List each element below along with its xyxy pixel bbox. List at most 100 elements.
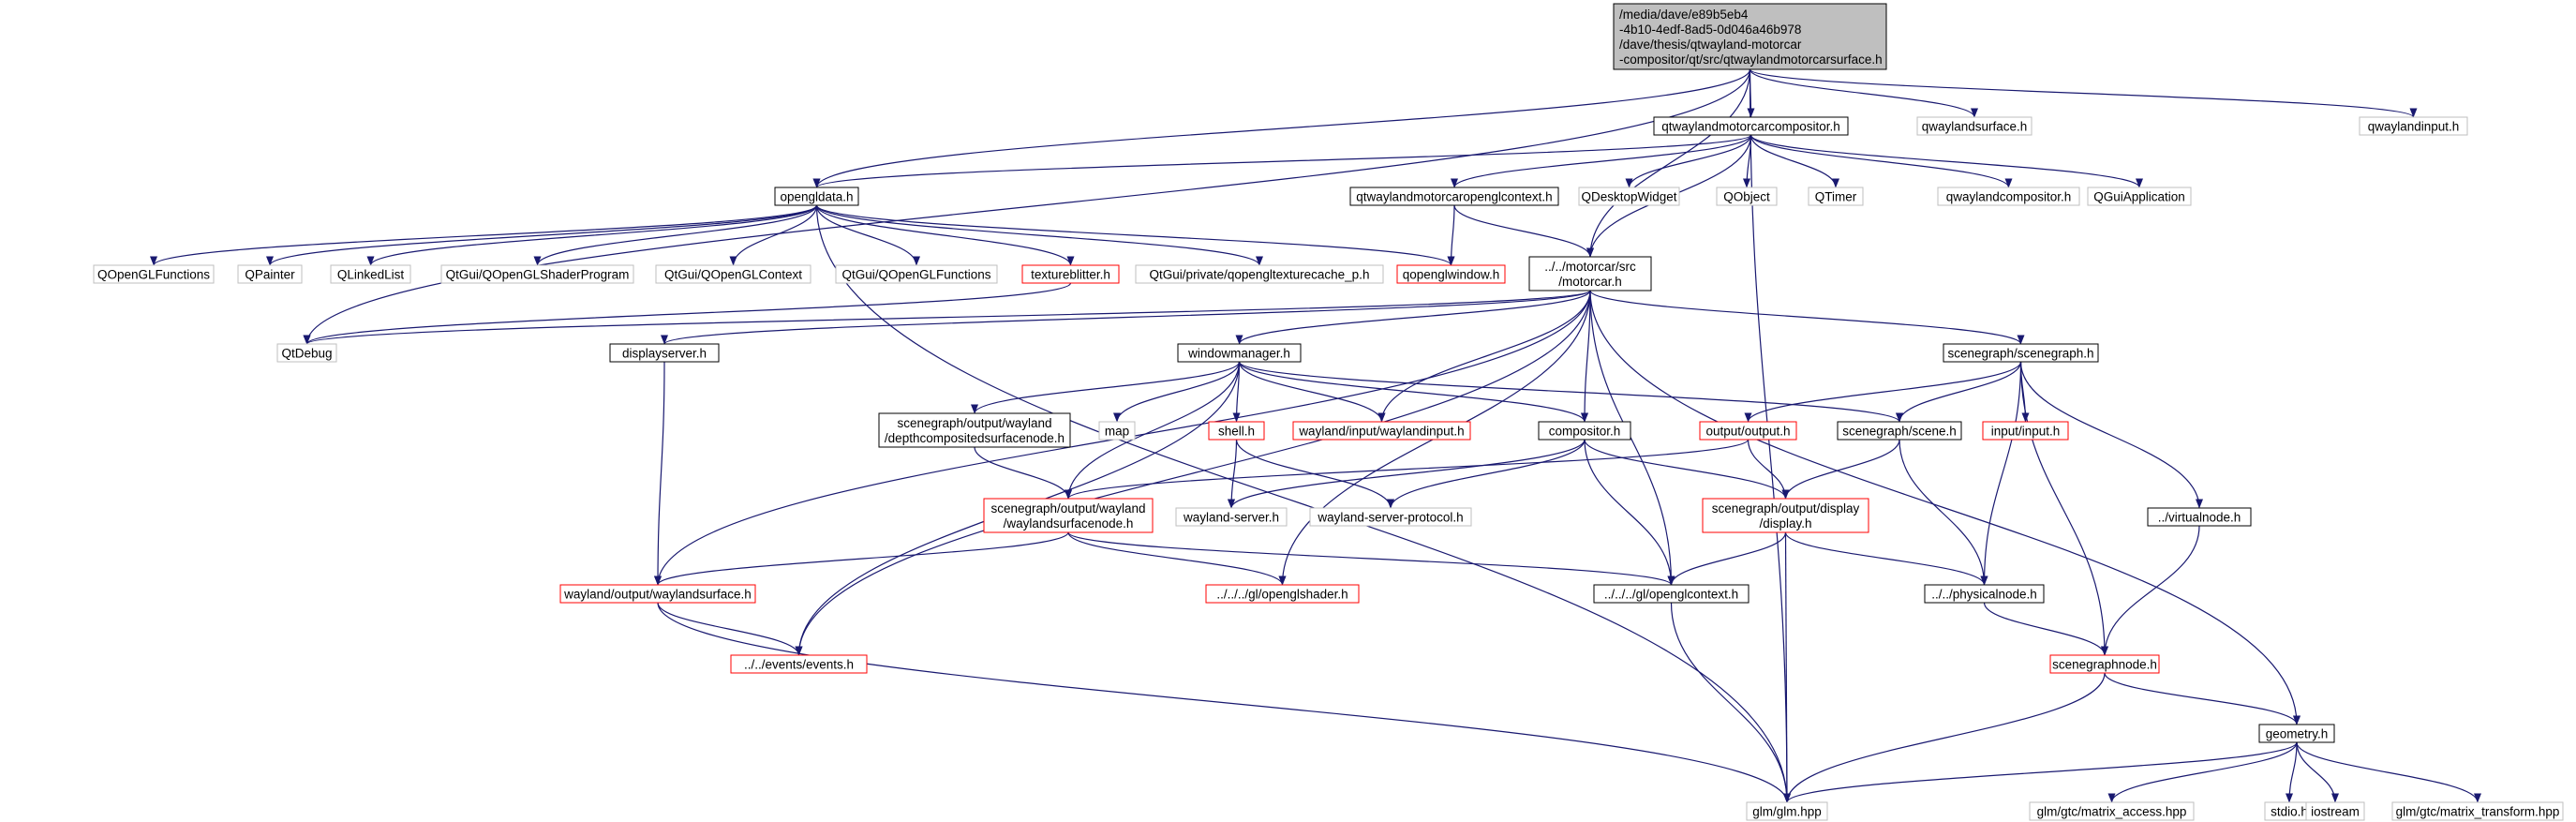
node-box <box>276 343 337 363</box>
node-label: wayland-server.h <box>1183 511 1279 525</box>
node-waylandsurfacenode-h[interactable]: scenegraph/output/wayland/waylandsurface… <box>983 498 1154 533</box>
node-label: ../../../gl/openglcontext.h <box>1604 588 1738 602</box>
node-qwaylandcompositor-h[interactable]: qwaylandcompositor.h <box>1937 187 2080 206</box>
node-glm-hpp[interactable]: glm/glm.hpp <box>1746 801 1828 821</box>
node-qtimer[interactable]: QTimer <box>1808 187 1864 206</box>
node-label: /dave/thesis/qtwayland-motorcar <box>1619 37 1802 52</box>
node-depthcompositedsurfacenode-h[interactable]: scenegraph/output/wayland/depthcomposite… <box>878 412 1071 448</box>
node-geometry-h[interactable]: geometry.h <box>2258 724 2335 743</box>
node-label: wayland/output/waylandsurface.h <box>563 588 752 602</box>
node-qpainter[interactable]: QPainter <box>237 264 303 284</box>
node-label: QtGui/QOpenGLShaderProgram <box>446 268 630 282</box>
edge-motorcar-h-to-scenegraph-h <box>1589 290 2025 345</box>
edge-qtwaylandmotorcaropenglcontext-h-to-qopenglwindow-h <box>1447 204 1455 266</box>
node-box <box>2305 801 2365 821</box>
node-openglcontext-h[interactable]: ../../../gl/openglcontext.h <box>1593 584 1750 604</box>
edge-textureblitter-h-to-qtdebug <box>303 282 1072 345</box>
node-qopengltexturecache-p-h[interactable]: QtGui/private/qopengltexturecache_p.h <box>1135 264 1384 284</box>
node-compositor-h[interactable]: compositor.h <box>1538 421 1631 441</box>
node-shell-h[interactable]: shell.h <box>1208 421 1265 441</box>
edge-root-to-motorcar-h <box>1586 68 1751 258</box>
edge-geometry-h-to-matrix-transform-hpp <box>2296 741 2481 803</box>
node-label: scenegraph/output/wayland <box>990 501 1145 516</box>
node-qopenglshaderprogram[interactable]: QtGui/QOpenGLShaderProgram <box>440 264 634 284</box>
node-qopenglcontext[interactable]: QtGui/QOpenGLContext <box>655 264 812 284</box>
node-qtdebug[interactable]: QtDebug <box>276 343 337 363</box>
node-windowmanager-h[interactable]: windowmanager.h <box>1177 343 1302 363</box>
node-qwaylandmotorcarcompositor-h[interactable]: qtwaylandmotorcarcompositor.h <box>1653 116 1849 136</box>
node-openglshader-h[interactable]: ../../../gl/openglshader.h <box>1205 584 1360 604</box>
node-box <box>2258 724 2335 743</box>
node-physicalnode-h[interactable]: ../../physicalnode.h <box>1924 584 2045 604</box>
node-events-h[interactable]: ../../events/events.h <box>730 654 868 674</box>
node-matrix-access-hpp[interactable]: glm/gtc/matrix_access.hpp <box>2029 801 2195 821</box>
node-label: ../../motorcar/src <box>1544 260 1636 274</box>
node-label: wayland/input/waylandinput.h <box>1298 425 1464 439</box>
edge-opengldata-h-to-qopengltexturecache-p-h <box>815 204 1263 266</box>
node-box <box>1924 584 2045 604</box>
node-label: glm/gtc/matrix_transform.hpp <box>2396 805 2560 819</box>
node-label: iostream <box>2311 805 2360 819</box>
node-qtwaylandmotorcaropenglcontext-h[interactable]: qtwaylandmotorcaropenglcontext.h <box>1349 187 1559 206</box>
node-qopenglfunctions[interactable]: QOpenGLFunctions <box>93 264 215 284</box>
node-scene-h[interactable]: scenegraph/scene.h <box>1837 421 1962 441</box>
node-label: ../../events/events.h <box>744 658 854 672</box>
node-matrix-transform-hpp[interactable]: glm/gtc/matrix_transform.hpp <box>2391 801 2564 821</box>
edge-scene-h-to-physicalnode-h <box>1898 439 1988 586</box>
node-label: qopenglwindow.h <box>1403 268 1500 282</box>
node-iostream[interactable]: iostream <box>2305 801 2365 821</box>
node-qwaylandsurface-h[interactable]: qwaylandsurface.h <box>1916 116 2033 136</box>
node-label: windowmanager.h <box>1187 347 1290 361</box>
node-layer: /media/dave/e89b5eb4-4b10-4edf-8ad5-0d04… <box>93 3 2564 821</box>
node-waylandsurface-h[interactable]: wayland/output/waylandsurface.h <box>559 584 756 604</box>
node-root[interactable]: /media/dave/e89b5eb4-4b10-4edf-8ad5-0d04… <box>1613 3 1887 70</box>
node-label: shell.h <box>1218 425 1255 439</box>
edge-opengldata-h-to-qopenglshaderprogram <box>533 204 818 266</box>
node-label: qwaylandcompositor.h <box>1946 190 2072 204</box>
edge-windowmanager-h-to-map <box>1113 361 1241 423</box>
edge-motorcar-h-to-compositor-h <box>1581 290 1591 423</box>
node-qwaylandinput-h[interactable]: qwaylandinput.h <box>2359 116 2468 136</box>
node-wayland-server-h[interactable]: wayland-server.h <box>1175 507 1288 527</box>
node-input-h[interactable]: input/input.h <box>1982 421 2069 441</box>
edge-windowmanager-h-to-scene-h <box>1238 361 1903 423</box>
node-motorcar-h[interactable]: ../../motorcar/src/motorcar.h <box>1528 256 1652 291</box>
node-displayserver-h[interactable]: displayserver.h <box>609 343 720 363</box>
edge-opengldata-h-to-glm-hpp <box>815 204 1791 803</box>
edge-qwaylandmotorcarcompositor-h-to-opengldata-h <box>812 134 1752 188</box>
node-qguiapplication[interactable]: QGuiApplication <box>2087 187 2192 206</box>
node-qopenglwindow-h[interactable]: qopenglwindow.h <box>1396 264 1506 284</box>
node-qdesktopwidget[interactable]: QDesktopWidget <box>1578 187 1680 206</box>
edge-qwaylandmotorcarcompositor-h-to-qguiapplication <box>1750 134 2143 188</box>
node-wayland-server-protocol-h[interactable]: wayland-server-protocol.h <box>1309 507 1472 527</box>
node-qobject[interactable]: QObject <box>1716 187 1778 206</box>
node-box <box>1716 187 1778 206</box>
node-qtguiqopenglfunctions[interactable]: QtGui/QOpenGLFunctions <box>835 264 998 284</box>
node-qlinkedlist[interactable]: QLinkedList <box>330 264 411 284</box>
node-label: /media/dave/e89b5eb4 <box>1619 7 1749 22</box>
edge-opengldata-h-to-qtguiqopenglfunctions <box>815 204 920 266</box>
edge-compositor-h-to-wayland-server-h <box>1228 439 1586 509</box>
node-waylandinput-h[interactable]: wayland/input/waylandinput.h <box>1292 421 1471 441</box>
node-box <box>2087 187 2192 206</box>
node-box <box>1613 3 1887 70</box>
edge-opengldata-h-to-qlinkedlist <box>366 204 818 266</box>
node-textureblitter-h[interactable]: textureblitter.h <box>1021 264 1120 284</box>
node-box <box>1309 507 1472 527</box>
node-display-h[interactable]: scenegraph/output/display/display.h <box>1702 498 1869 533</box>
node-virtualnode-h[interactable]: ../virtualnode.h <box>2147 507 2252 527</box>
node-label: qwaylandsurface.h <box>1922 120 2028 134</box>
node-scenegraphnode-h[interactable]: scenegraphnode.h <box>2049 654 2160 674</box>
node-box <box>440 264 634 284</box>
edge-waylandsurface-h-to-glm-hpp <box>657 602 1791 803</box>
node-label: scenegraph/output/wayland <box>897 416 1051 430</box>
node-output-h[interactable]: output/output.h <box>1699 421 1797 441</box>
edge-opengldata-h-to-qopenglwindow-h <box>815 204 1455 266</box>
node-map[interactable]: map <box>1098 421 1136 441</box>
node-opengldata-h[interactable]: opengldata.h <box>774 187 859 206</box>
node-label: glm/gtc/matrix_access.hpp <box>2037 805 2187 819</box>
node-scenegraph-h[interactable]: scenegraph/scenegraph.h <box>1943 343 2099 363</box>
node-label: QOpenGLFunctions <box>97 268 210 282</box>
edge-windowmanager-h-to-depthcompositedsurfacenode-h <box>971 361 1241 414</box>
edge-scene-h-to-display-h <box>1781 439 1900 500</box>
